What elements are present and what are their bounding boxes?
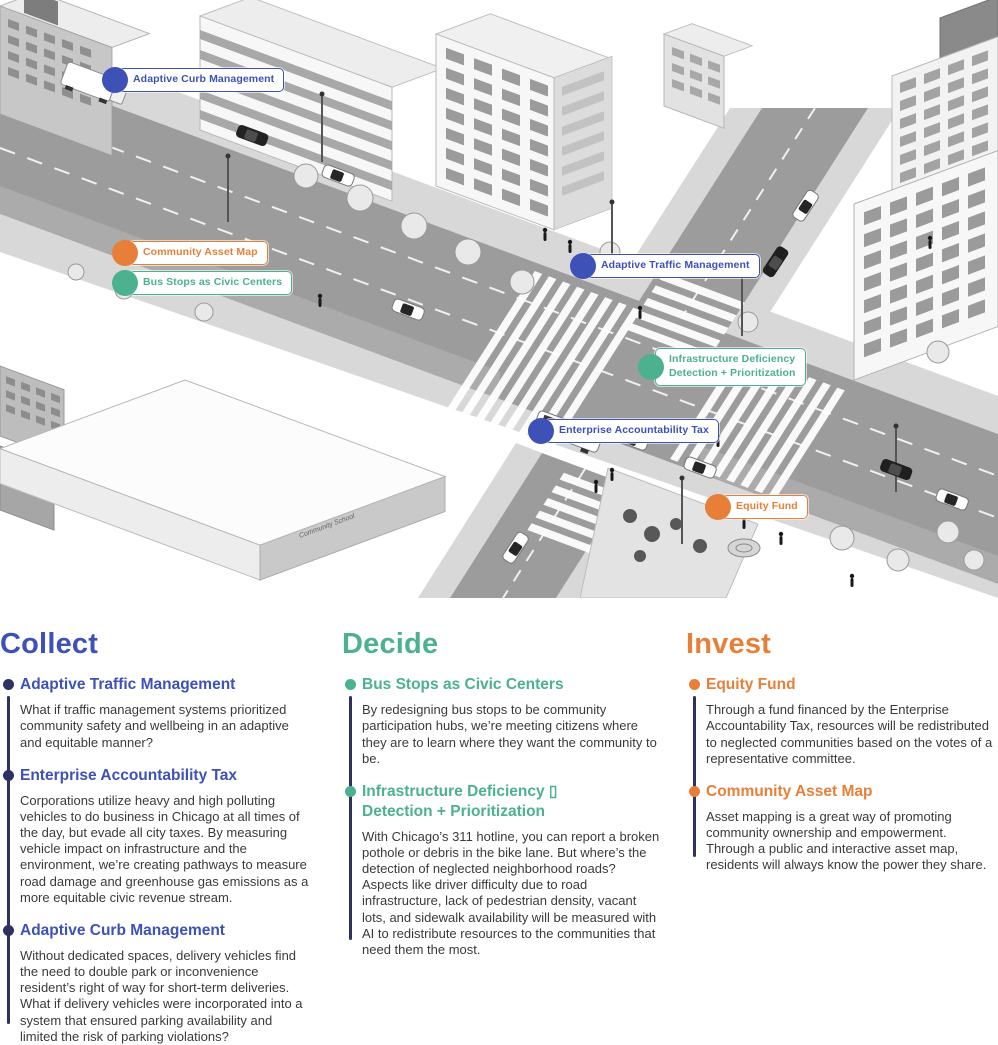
pin-label: Adaptive Curb Management (119, 68, 285, 92)
map-pin-adaptive-traffic-management[interactable]: Adaptive Traffic Management (570, 253, 760, 279)
trees (67, 163, 985, 572)
item-body: Asset mapping is a great way of promotin… (706, 808, 987, 873)
bullet-dot (345, 679, 356, 691)
column-collect: Collect Adaptive Traffic Management What… (0, 628, 342, 1044)
list-item-adaptive-traffic-management: Adaptive Traffic Management What if traf… (0, 675, 342, 750)
list-item-bus-stops-as-civic-centers: Bus Stops as Civic Centers By redesignin… (342, 675, 686, 767)
bullet-dot (345, 785, 356, 797)
column-invest: Invest Equity Fund Through a fund financ… (686, 628, 998, 1024)
content-columns: Collect Adaptive Traffic Management What… (0, 598, 998, 1044)
item-body: Through a fund financed by the Enterpris… (706, 702, 993, 766)
item-title: Infrastructure Deficiency ▯ Detection + … (362, 782, 558, 820)
timeline-track (349, 696, 352, 940)
pin-label: Infrastructure Deficiency Detection + Pr… (655, 348, 806, 386)
bullet-dot (3, 925, 14, 937)
timeline-track (7, 696, 10, 1024)
pin-dot (705, 494, 731, 520)
item-body: Corporations utilize heavy and high poll… (20, 792, 309, 905)
list-item-community-asset-map: Community Asset Map Asset mapping is a g… (686, 782, 998, 874)
item-body: With Chicago’s 311 hotline, you can repo… (362, 828, 660, 958)
column-title-collect: Collect (0, 628, 99, 660)
list-item-adaptive-curb-management: Adaptive Curb Management Without dedicat… (0, 921, 342, 1045)
column-decide: Decide Bus Stops as Civic Centers By red… (342, 628, 686, 1024)
pin-label: Community Asset Map (129, 241, 268, 265)
planting-area (579, 467, 761, 598)
bullet-dot (3, 679, 14, 691)
city-illustration: Community School (0, 0, 998, 598)
list-item-enterprise-accountability-tax: Enterprise Accountability Tax Corporatio… (0, 766, 342, 906)
pin-dot (570, 253, 596, 279)
map-pin-enterprise-accountability-tax[interactable]: Enterprise Accountability Tax (528, 418, 719, 444)
map-pin-bus-stops-as-civic-centers[interactable]: Bus Stops as Civic Centers (112, 270, 293, 296)
bullet-dot (689, 679, 700, 691)
pin-label: Adaptive Traffic Management (587, 254, 760, 278)
item-title: Adaptive Traffic Management (20, 676, 236, 694)
pin-dot (112, 240, 138, 266)
column-title-decide: Decide (342, 628, 439, 660)
pin-label: Bus Stops as Civic Centers (129, 271, 293, 295)
pedestrians (317, 227, 933, 587)
item-title: Bus Stops as Civic Centers (362, 676, 564, 694)
pin-label: Equity Fund (722, 495, 808, 519)
apartment-buildings (0, 0, 998, 531)
item-body: By redesigning bus stops to be community… (362, 702, 657, 766)
pin-dot (102, 67, 128, 93)
item-title: Enterprise Accountability Tax (20, 766, 238, 784)
pin-dot (112, 270, 138, 296)
item-title: Equity Fund (706, 676, 796, 694)
item-body: What if traffic management systems prior… (20, 702, 289, 750)
map-pin-community-asset-map[interactable]: Community Asset Map (112, 240, 268, 266)
crosswalk-west (444, 271, 641, 453)
list-item-infrastructure-deficiency-detection: Infrastructure Deficiency ▯ Detection + … (342, 782, 686, 958)
item-title: Community Asset Map (706, 782, 873, 800)
item-title: Adaptive Curb Management (20, 922, 225, 940)
item-body: Without dedicated spaces, delivery vehic… (20, 947, 303, 1044)
map-pin-infrastructure-deficiency-detection[interactable]: Infrastructure Deficiency Detection + Pr… (638, 348, 806, 386)
bullet-dot (689, 785, 700, 797)
pin-label: Enterprise Accountability Tax (545, 419, 719, 443)
map-pin-adaptive-curb-management[interactable]: Adaptive Curb Management (102, 67, 285, 93)
map-pin-equity-fund[interactable]: Equity Fund (705, 494, 808, 520)
list-item-equity-fund: Equity Fund Through a fund financed by t… (686, 675, 998, 767)
school-building: Community School (0, 379, 447, 581)
bullet-dot (3, 769, 14, 781)
column-title-invest: Invest (686, 628, 772, 660)
timeline-track (693, 696, 696, 857)
pin-dot (638, 353, 664, 380)
pin-dot (528, 418, 554, 444)
